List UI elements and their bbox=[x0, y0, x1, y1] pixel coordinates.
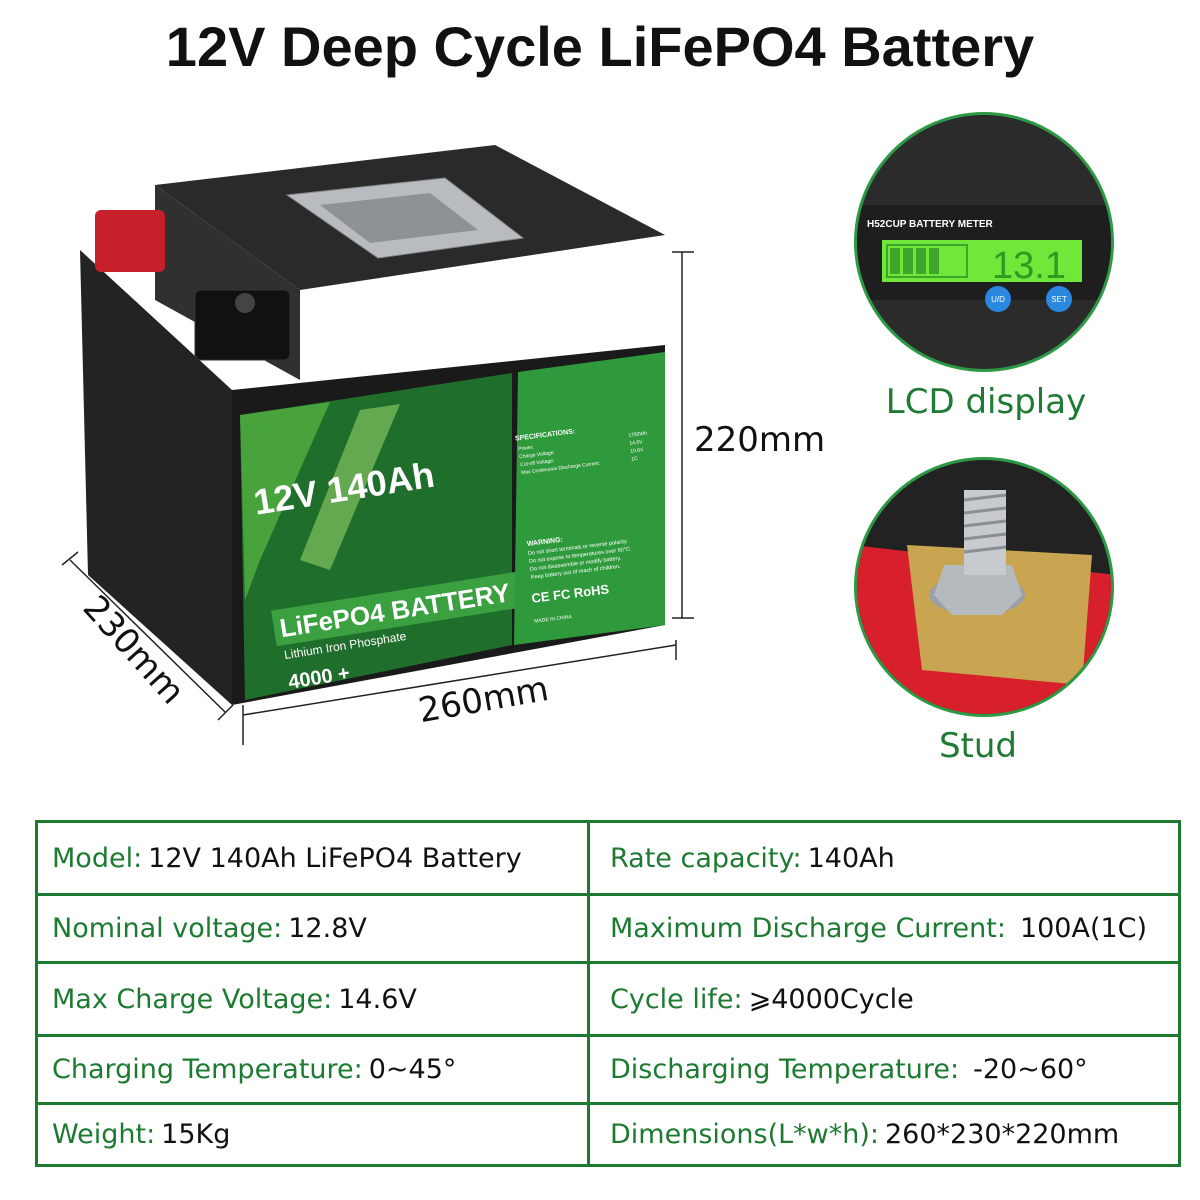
battery-label-spec bbox=[514, 352, 665, 645]
height-dimension: 220mm bbox=[694, 420, 826, 460]
spec-cell: Model:12V 140Ah LiFePO4 Battery bbox=[38, 823, 590, 893]
spec-cell: Charging Temperature:0~45° bbox=[38, 1037, 590, 1102]
spec-cell: Dimensions(L*w*h):260*230*220mm bbox=[590, 1105, 1178, 1164]
stud-closeup bbox=[854, 457, 1114, 717]
set-button-label: SET bbox=[1051, 295, 1067, 304]
lcd-caption: LCD display bbox=[885, 382, 1087, 422]
stud-caption: Stud bbox=[938, 726, 1018, 766]
table-row: Nominal voltage:12.8V Maximum Discharge … bbox=[38, 896, 1178, 964]
ud-button-label: U/D bbox=[991, 295, 1005, 304]
table-row: Charging Temperature:0~45° Discharging T… bbox=[38, 1037, 1178, 1105]
lcd-closeup: H52CUP BATTERY METER 13.1 U/D SET bbox=[854, 112, 1114, 372]
table-row: Max Charge Voltage:14.6V Cycle life:⩾400… bbox=[38, 964, 1178, 1037]
spec-label: Model: bbox=[52, 842, 143, 874]
black-terminal bbox=[194, 289, 291, 361]
spec-value: 1792Wh bbox=[628, 431, 647, 439]
spec-name: Cut-off Voltage: bbox=[520, 458, 555, 468]
spec-value: 1C bbox=[631, 456, 638, 463]
spec-value: 14.6V bbox=[338, 983, 417, 1015]
spec-label: Charging Temperature: bbox=[52, 1054, 363, 1085]
spec-label: Dimensions(L*w*h): bbox=[610, 1119, 879, 1150]
spec-label: Max Charge Voltage: bbox=[52, 983, 333, 1015]
lcd-screen bbox=[882, 240, 1082, 282]
spec-cell: Max Charge Voltage:14.6V bbox=[38, 964, 590, 1034]
red-terminal bbox=[95, 210, 165, 272]
meter-label: H52CUP BATTERY METER bbox=[867, 219, 994, 230]
ud-button[interactable] bbox=[985, 286, 1011, 312]
spec-value: 12.8V bbox=[288, 913, 367, 944]
spec-value: 15Kg bbox=[161, 1119, 231, 1150]
dimension-lines bbox=[61, 251, 694, 745]
table-row: Model:12V 140Ah LiFePO4 Battery Rate cap… bbox=[38, 823, 1178, 896]
spec-name: Power: bbox=[518, 444, 534, 452]
spec-label: Maximum Discharge Current: bbox=[610, 913, 1006, 944]
spec-cell: Rate capacity:140Ah bbox=[590, 823, 1178, 893]
spec-cell: Maximum Discharge Current: 100A(1C) bbox=[590, 896, 1178, 961]
stud-bolt bbox=[964, 490, 1006, 575]
spec-value: 14.6V bbox=[629, 439, 643, 447]
spec-value: 140Ah bbox=[807, 842, 895, 874]
spec-value: 260*230*220mm bbox=[885, 1119, 1120, 1150]
origin-text: MADE IN CHINA bbox=[534, 614, 573, 625]
spec-name: Charge Voltage: bbox=[519, 450, 555, 460]
spec-value: ⩾4000Cycle bbox=[748, 983, 914, 1015]
spec-label: Discharging Temperature: bbox=[610, 1054, 960, 1085]
lcd-reading: 13.1 bbox=[992, 245, 1066, 287]
spec-cell: Cycle life:⩾4000Cycle bbox=[590, 964, 1178, 1034]
table-row: Weight:15Kg Dimensions(L*w*h):260*230*22… bbox=[38, 1105, 1178, 1164]
spec-cell: Nominal voltage:12.8V bbox=[38, 896, 590, 961]
spec-label: Cycle life: bbox=[610, 983, 743, 1015]
spec-cell: Discharging Temperature: -20~60° bbox=[590, 1037, 1178, 1102]
spec-value: 10.8V bbox=[630, 447, 644, 455]
page-title: 12V Deep Cycle LiFePO4 Battery bbox=[165, 15, 1035, 78]
spec-value: -20~60° bbox=[973, 1054, 1088, 1085]
spec-label: Weight: bbox=[52, 1119, 156, 1150]
spec-value: 100A(1C) bbox=[1019, 913, 1148, 944]
warning-title: WARNING: bbox=[527, 537, 564, 548]
spec-value: 12V 140Ah LiFePO4 Battery bbox=[148, 842, 522, 874]
set-button[interactable] bbox=[1046, 286, 1072, 312]
battery-level-icon bbox=[890, 248, 939, 274]
battery-side bbox=[80, 250, 232, 705]
battery-illustration: 12V 140Ah LiFePO4 BATTERY Lithium Iron P… bbox=[61, 145, 694, 745]
spec-label: Rate capacity: bbox=[610, 842, 802, 874]
spec-cell: Weight:15Kg bbox=[38, 1105, 590, 1164]
spec-table: Model:12V 140Ah LiFePO4 Battery Rate cap… bbox=[35, 820, 1181, 1167]
spec-value: 0~45° bbox=[368, 1054, 457, 1085]
spec-label: Nominal voltage: bbox=[52, 913, 283, 944]
